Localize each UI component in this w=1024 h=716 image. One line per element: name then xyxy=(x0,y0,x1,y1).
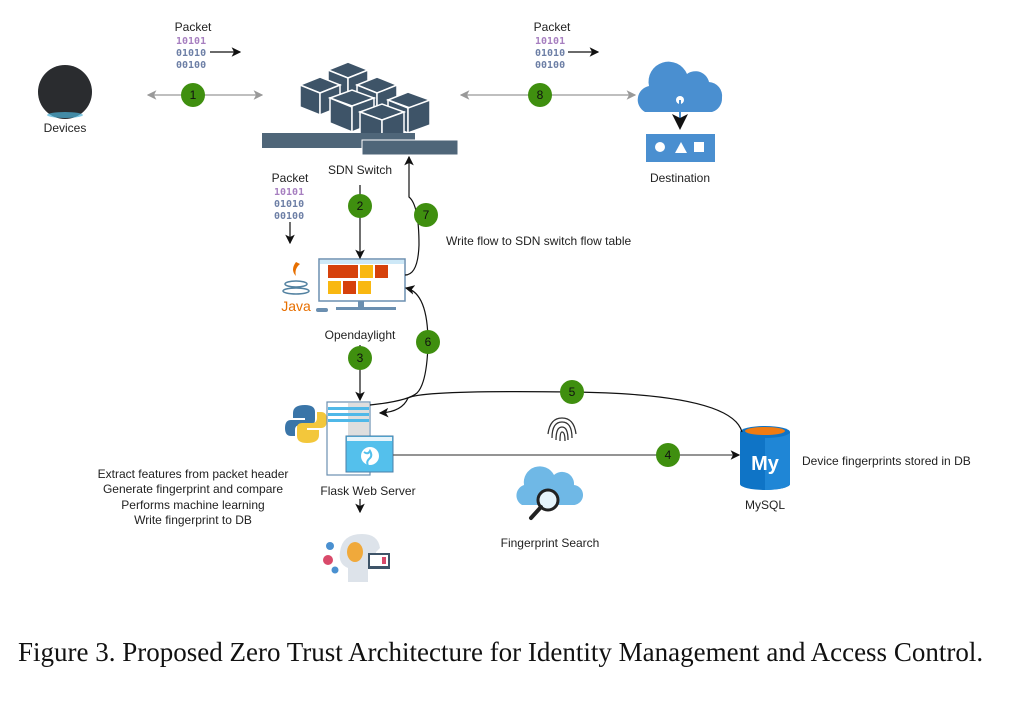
svg-text:My: My xyxy=(751,453,780,475)
svg-text:Generate fingerprint and compa: Generate fingerprint and compare xyxy=(103,482,283,496)
server-tasks-note: Extract features from packet header Gene… xyxy=(98,467,289,527)
db-note: Device fingerprints stored in DB xyxy=(802,454,971,468)
packet-bits: 00100 xyxy=(176,60,206,71)
fingerprint-icon xyxy=(547,417,577,442)
svg-text:Java: Java xyxy=(281,298,311,314)
packet-label: Packet xyxy=(534,20,571,34)
svg-text:2: 2 xyxy=(357,199,364,213)
opendaylight-label: Opendaylight xyxy=(325,328,396,342)
packet-group-1: Packet 10101 01010 00100 xyxy=(175,20,242,71)
packet-label: Packet xyxy=(175,20,212,34)
packet-group-8: Packet 10101 01010 00100 xyxy=(534,20,600,71)
sdn-switch-label: SDN Switch xyxy=(328,163,392,177)
step-badge-6: 6 xyxy=(416,330,440,354)
smart-speaker-icon xyxy=(38,65,92,119)
cloud-icon xyxy=(637,61,723,112)
svg-text:8: 8 xyxy=(537,88,544,102)
mysql-node: My MySQL Device fingerprints stored in D… xyxy=(740,426,971,512)
flask-server-node: Flask Web Server xyxy=(285,401,416,498)
step-badge-4: 4 xyxy=(656,443,680,467)
machine-learning-icon xyxy=(323,534,390,582)
packet-bits: 10101 xyxy=(535,36,565,47)
svg-text:1: 1 xyxy=(190,88,197,102)
connector-6 xyxy=(369,285,429,406)
svg-text:Extract features from packet h: Extract features from packet header xyxy=(98,467,289,481)
devices-node: Devices xyxy=(38,65,92,135)
destination-label: Destination xyxy=(650,171,710,185)
opendaylight-node: Java Opendaylight xyxy=(281,258,406,342)
mysql-label: MySQL xyxy=(745,498,785,512)
devices-label: Devices xyxy=(44,121,87,135)
packet-bits: 01010 xyxy=(535,48,565,59)
python-logo-icon xyxy=(285,405,327,443)
figure-caption: Figure 3. Proposed Zero Trust Architectu… xyxy=(18,637,984,667)
step-badge-3: 3 xyxy=(348,346,372,370)
java-logo-icon: Java xyxy=(281,262,311,314)
fingerprint-search-node: Fingerprint Search xyxy=(501,466,600,550)
architecture-diagram: Packet 10101 01010 00100 Packet 10101 01… xyxy=(38,20,971,582)
packet-label: Packet xyxy=(272,171,309,185)
step-badge-7: 7 xyxy=(414,203,438,227)
svg-text:7: 7 xyxy=(423,208,430,222)
packet-bits: 10101 xyxy=(274,187,304,198)
flask-label: Flask Web Server xyxy=(320,484,415,498)
write-flow-note: Write flow to SDN switch flow table xyxy=(446,234,631,248)
svg-text:Performs machine learning: Performs machine learning xyxy=(121,498,264,512)
packet-bits: 00100 xyxy=(535,60,565,71)
packet-bits: 10101 xyxy=(176,36,206,47)
svg-text:4: 4 xyxy=(665,448,672,462)
step-badge-1: 1 xyxy=(181,83,205,107)
packet-bits: 01010 xyxy=(274,199,304,210)
svg-text:Write fingerprint to DB: Write fingerprint to DB xyxy=(134,513,252,527)
fingerprint-search-label: Fingerprint Search xyxy=(501,536,600,550)
packet-bits: 01010 xyxy=(176,48,206,59)
svg-text:3: 3 xyxy=(357,351,364,365)
packet-bits: 00100 xyxy=(274,211,304,222)
switch-cubes-icon xyxy=(297,61,433,144)
switch-base xyxy=(361,139,459,156)
connector-5 xyxy=(378,391,743,433)
step-badge-8: 8 xyxy=(528,83,552,107)
cloud-search-icon xyxy=(516,466,584,506)
sdn-switch-node: SDN Switch xyxy=(262,61,459,177)
step-badge-2: 2 xyxy=(348,194,372,218)
destination-node: Destination xyxy=(637,61,723,185)
svg-text:6: 6 xyxy=(425,335,432,349)
packet-group-2: Packet 10101 01010 00100 xyxy=(272,171,309,245)
step-badge-5: 5 xyxy=(560,380,584,404)
svg-text:5: 5 xyxy=(569,385,576,399)
